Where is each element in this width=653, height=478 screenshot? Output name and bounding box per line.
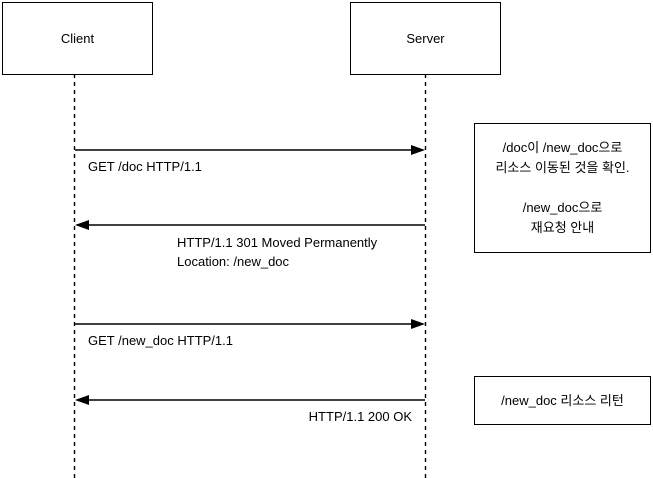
message-label-line: Location: /new_doc [177, 254, 290, 269]
note-resource-return: /new_doc 리소스 리턴 [474, 376, 651, 425]
actor-box-server: Server [350, 2, 501, 75]
actor-label-client: Client [60, 31, 95, 46]
note-line: 재요청 안내 [530, 220, 595, 235]
message-label-line: GET /new_doc HTTP/1.1 [88, 333, 233, 348]
message-label-get-doc: GET /doc HTTP/1.1 [88, 157, 202, 176]
note-line: /new_doc으로 [522, 200, 603, 215]
message-label-line: HTTP/1.1 301 Moved Permanently [177, 235, 378, 250]
note-line: 리소스 이동된 것을 확인. [495, 160, 630, 175]
message-label-get-new-doc: GET /new_doc HTTP/1.1 [88, 331, 233, 350]
actor-box-client: Client [2, 2, 153, 75]
note-line: /doc이 /new_doc으로 [502, 140, 623, 155]
actor-label-server: Server [406, 31, 445, 46]
message-label-line: GET /doc HTTP/1.1 [88, 159, 202, 174]
message-label-200-ok: HTTP/1.1 200 OK [88, 407, 412, 426]
note-redirect-explanation: /doc이 /new_doc으로 리소스 이동된 것을 확인. /new_doc… [474, 123, 651, 253]
message-label-line: HTTP/1.1 200 OK [308, 409, 412, 424]
message-label-301-moved: HTTP/1.1 301 Moved Permanently Location:… [177, 233, 377, 271]
note-line: /new_doc 리소스 리턴 [501, 392, 624, 408]
